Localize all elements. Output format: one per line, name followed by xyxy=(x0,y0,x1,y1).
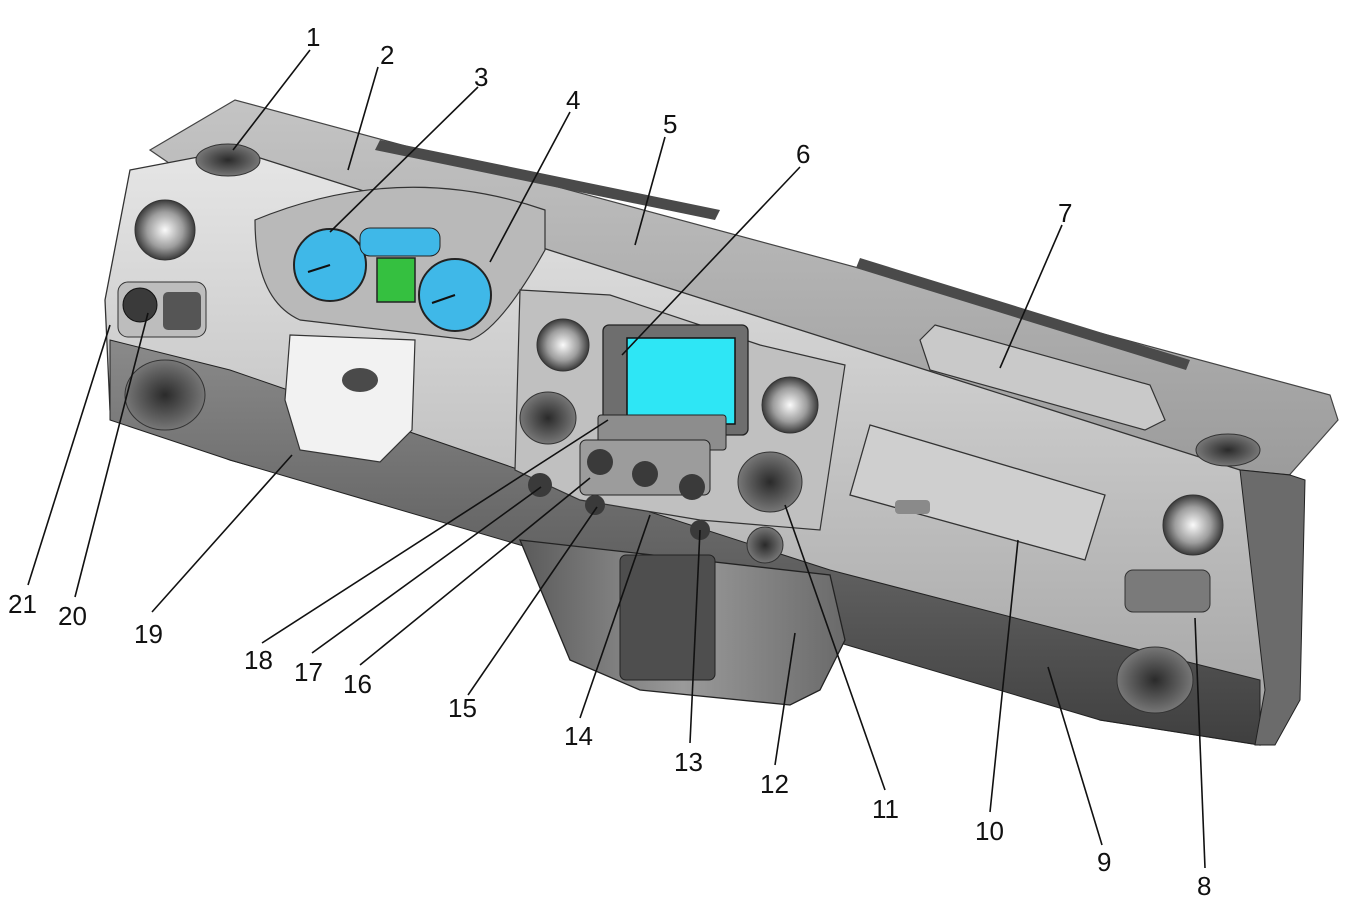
vent-recess-center-left xyxy=(519,391,577,445)
leader-lines xyxy=(27,49,1206,869)
callout-18: 18 xyxy=(244,645,273,675)
leader-13 xyxy=(689,529,701,744)
multimedia-screen xyxy=(626,337,736,425)
switch-block xyxy=(163,292,201,330)
callout-15: 15 xyxy=(448,693,477,723)
callout-17: 17 xyxy=(294,657,323,687)
callout-3: 3 xyxy=(474,62,488,92)
power-socket xyxy=(585,495,605,515)
defrost-slot-left xyxy=(375,140,720,220)
vent-recess-lower xyxy=(746,526,784,564)
leader-16 xyxy=(359,477,591,666)
air-vent-right-lower xyxy=(1116,646,1194,714)
climate-knob-3 xyxy=(679,474,705,500)
air-vent-left-lower xyxy=(124,359,206,431)
leader-11 xyxy=(784,504,886,791)
dash-right-end xyxy=(1239,469,1306,746)
climate-knob-2 xyxy=(632,461,658,487)
cup-holder-right xyxy=(1195,433,1261,467)
callout-9: 9 xyxy=(1097,847,1111,877)
lighter-socket xyxy=(528,473,552,497)
leader-7 xyxy=(999,224,1063,369)
callout-13: 13 xyxy=(674,747,703,777)
leader-6 xyxy=(621,166,801,356)
callout-5: 5 xyxy=(663,109,677,139)
air-vent-right xyxy=(1162,494,1224,556)
leader-1 xyxy=(232,49,311,151)
climate-knob-1 xyxy=(587,449,613,475)
callout-12: 12 xyxy=(760,769,789,799)
leader-19 xyxy=(151,454,293,613)
leader-12 xyxy=(774,632,796,766)
glove-box xyxy=(849,424,1106,561)
glove-box-handle xyxy=(895,500,930,514)
callout-8: 8 xyxy=(1197,871,1211,901)
vent-recess-center-right xyxy=(737,451,803,513)
right-section xyxy=(849,324,1261,714)
cup-holder-left xyxy=(195,143,261,177)
left-section xyxy=(117,143,261,431)
leader-10 xyxy=(989,539,1019,813)
callout-6: 6 xyxy=(796,139,810,169)
callout-14: 14 xyxy=(564,721,593,751)
speedometer-needle xyxy=(431,294,456,304)
air-vent-left-upper xyxy=(134,199,196,261)
leader-5 xyxy=(634,136,666,246)
callout-7: 7 xyxy=(1058,198,1072,228)
callout-labels: 1 2 3 4 5 6 7 8 9 10 11 12 13 14 15 16 1… xyxy=(8,22,1211,901)
passenger-airbag-cover xyxy=(919,324,1166,431)
callout-16: 16 xyxy=(343,669,372,699)
leader-15 xyxy=(467,506,598,696)
leader-8 xyxy=(1194,617,1206,869)
callout-10: 10 xyxy=(975,816,1004,846)
leader-18 xyxy=(261,419,609,644)
headlight-knob xyxy=(122,287,158,323)
tachometer-needle xyxy=(307,264,331,273)
callout-11: 11 xyxy=(872,794,899,824)
cluster-top-strip xyxy=(359,227,441,257)
leader-21 xyxy=(27,324,111,586)
air-vent-center-left xyxy=(536,318,590,372)
leader-17 xyxy=(311,486,542,654)
callout-20: 20 xyxy=(58,601,87,631)
console-pocket xyxy=(619,554,716,681)
callout-2: 2 xyxy=(380,40,394,70)
leader-9 xyxy=(1047,666,1103,846)
callout-21: 21 xyxy=(8,589,37,619)
callout-1: 1 xyxy=(306,22,320,52)
callout-19: 19 xyxy=(134,619,163,649)
storage-pocket-right xyxy=(1124,569,1211,613)
leader-20 xyxy=(74,312,149,598)
callout-4: 4 xyxy=(566,85,580,115)
leader-3 xyxy=(329,86,479,233)
leader-14 xyxy=(579,514,651,719)
leader-4 xyxy=(489,111,571,263)
instrument-cluster xyxy=(254,186,546,463)
leader-2 xyxy=(347,66,379,171)
steering-column-opening xyxy=(284,334,416,463)
air-vent-center-right xyxy=(761,376,819,434)
center-stack xyxy=(514,289,846,564)
cluster-lcd xyxy=(376,257,416,303)
ignition-lock xyxy=(342,368,378,392)
